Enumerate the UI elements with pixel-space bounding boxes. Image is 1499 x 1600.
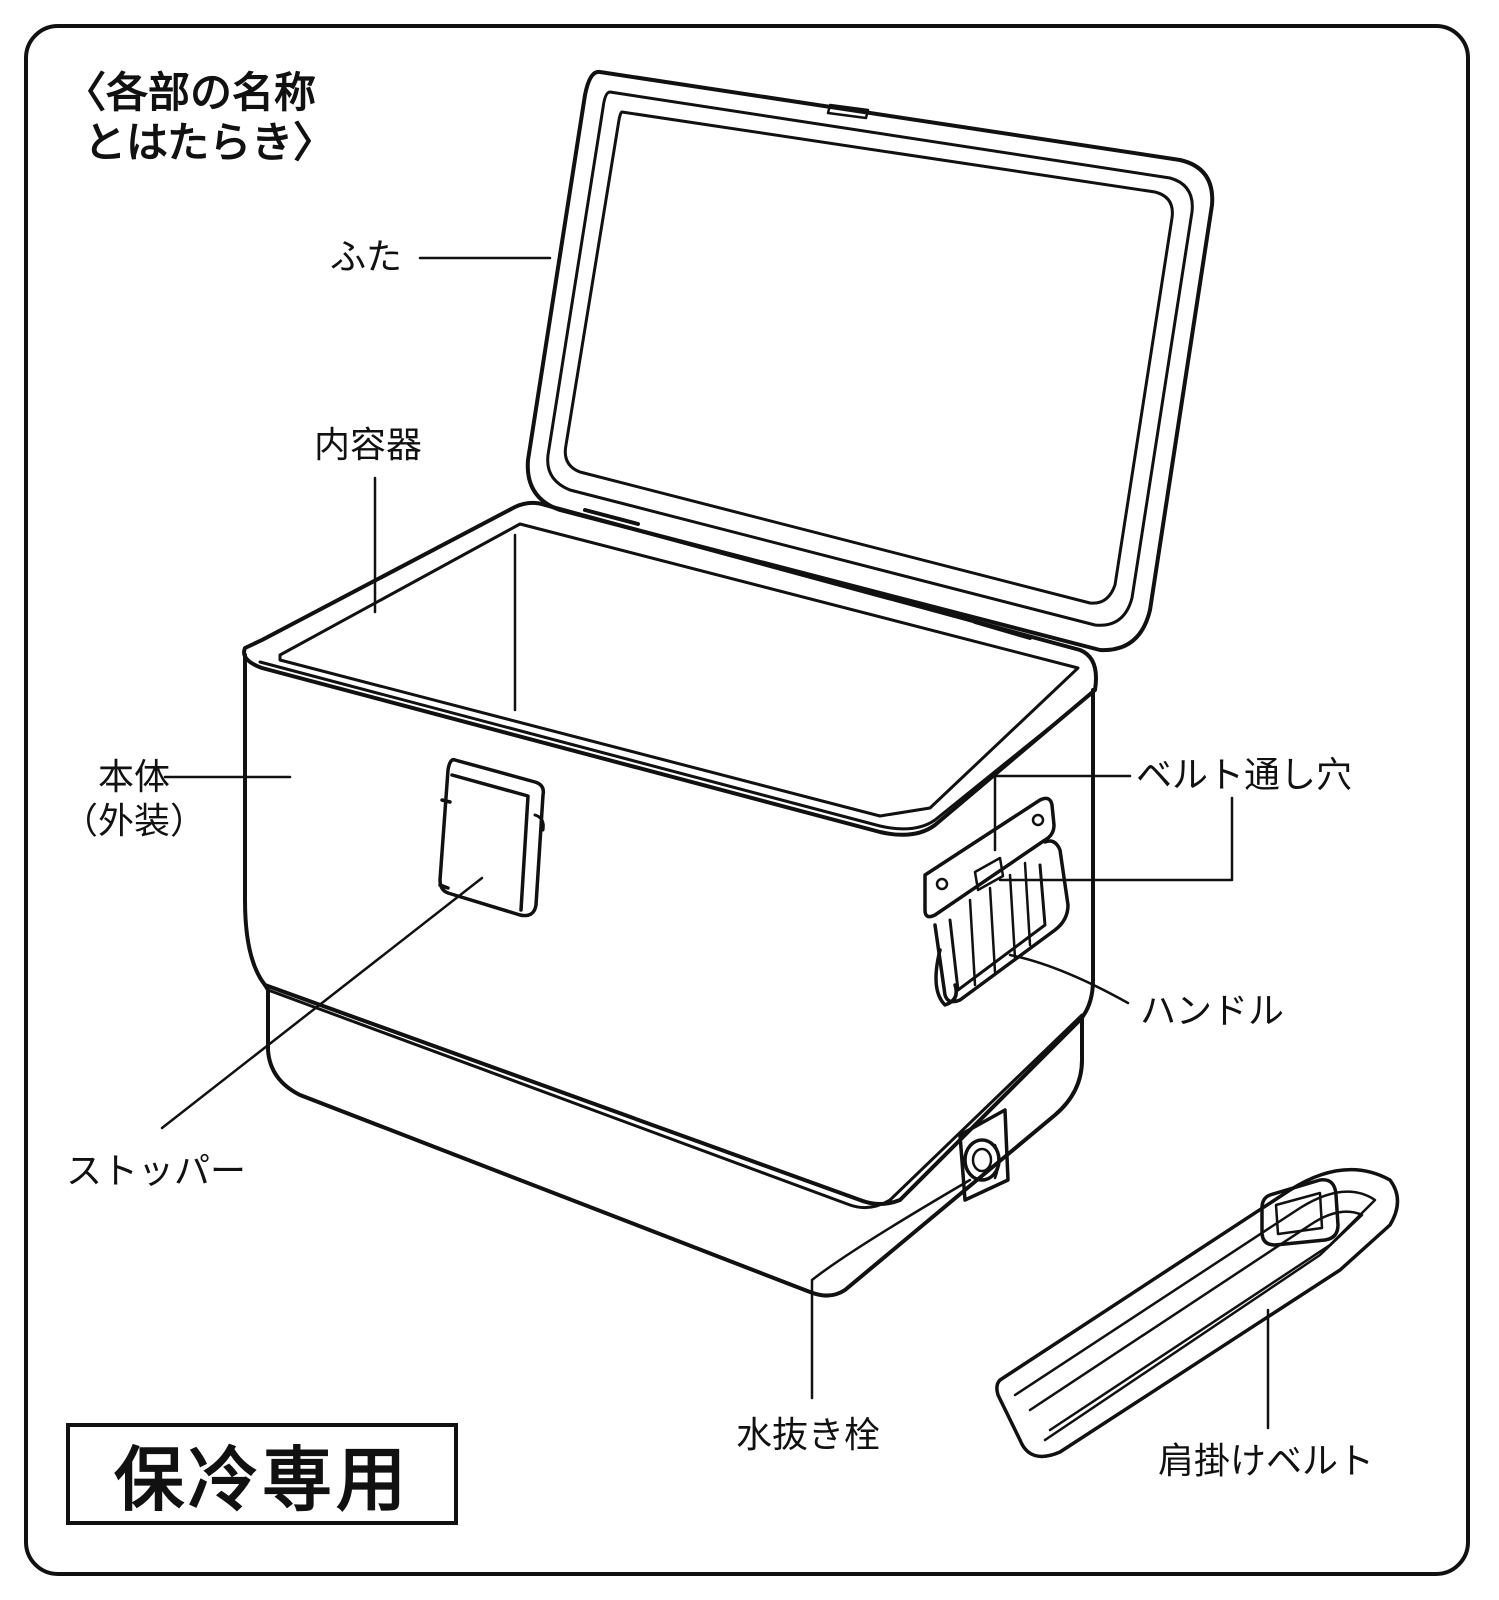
label-body: 本体 （外装） — [62, 756, 206, 844]
outer-frame — [24, 24, 1470, 1576]
leader-belt-hole-2 — [998, 796, 1234, 882]
leader-belt-hole-1 — [993, 774, 1132, 852]
label-body-line2: （外装） — [62, 801, 207, 842]
hinge-right — [973, 620, 1032, 640]
drain-plug-drawing — [958, 1108, 1010, 1202]
leader-handle — [1008, 953, 1130, 1005]
shoulder-belt-drawing — [995, 1167, 1400, 1459]
label-shoulder-belt: 肩掛けベルト — [1158, 1441, 1375, 1482]
leader-stopper — [160, 876, 484, 1130]
label-body-line1: 本体 — [98, 757, 171, 798]
label-belt-hole: ベルト通し穴 — [1136, 755, 1353, 796]
label-inner-container: 内容器 — [314, 425, 423, 466]
handle-drawing — [923, 796, 1070, 1007]
hinge-left — [583, 508, 640, 526]
section-title: 〈各部の名称 とはたらき〉 — [64, 68, 335, 168]
leader-drain-plug — [810, 1178, 972, 1400]
label-handle: ハンドル — [1140, 991, 1285, 1032]
label-drain-plug: 水抜き栓 — [736, 1415, 881, 1456]
lid-drawing — [525, 69, 1215, 653]
stopper-drawing — [438, 757, 546, 918]
leader-lines — [160, 256, 1270, 1430]
label-lid: ふた — [330, 237, 403, 278]
label-stopper: ストッパー — [66, 1151, 247, 1192]
title-line-1: 〈各部の名称 — [64, 68, 317, 117]
title-line-2: とはたらき〉 — [84, 118, 336, 167]
body-rim — [242, 500, 1098, 837]
body-shell — [243, 653, 1095, 1298]
cold-storage-only-badge: 保冷専用 — [66, 1423, 458, 1525]
